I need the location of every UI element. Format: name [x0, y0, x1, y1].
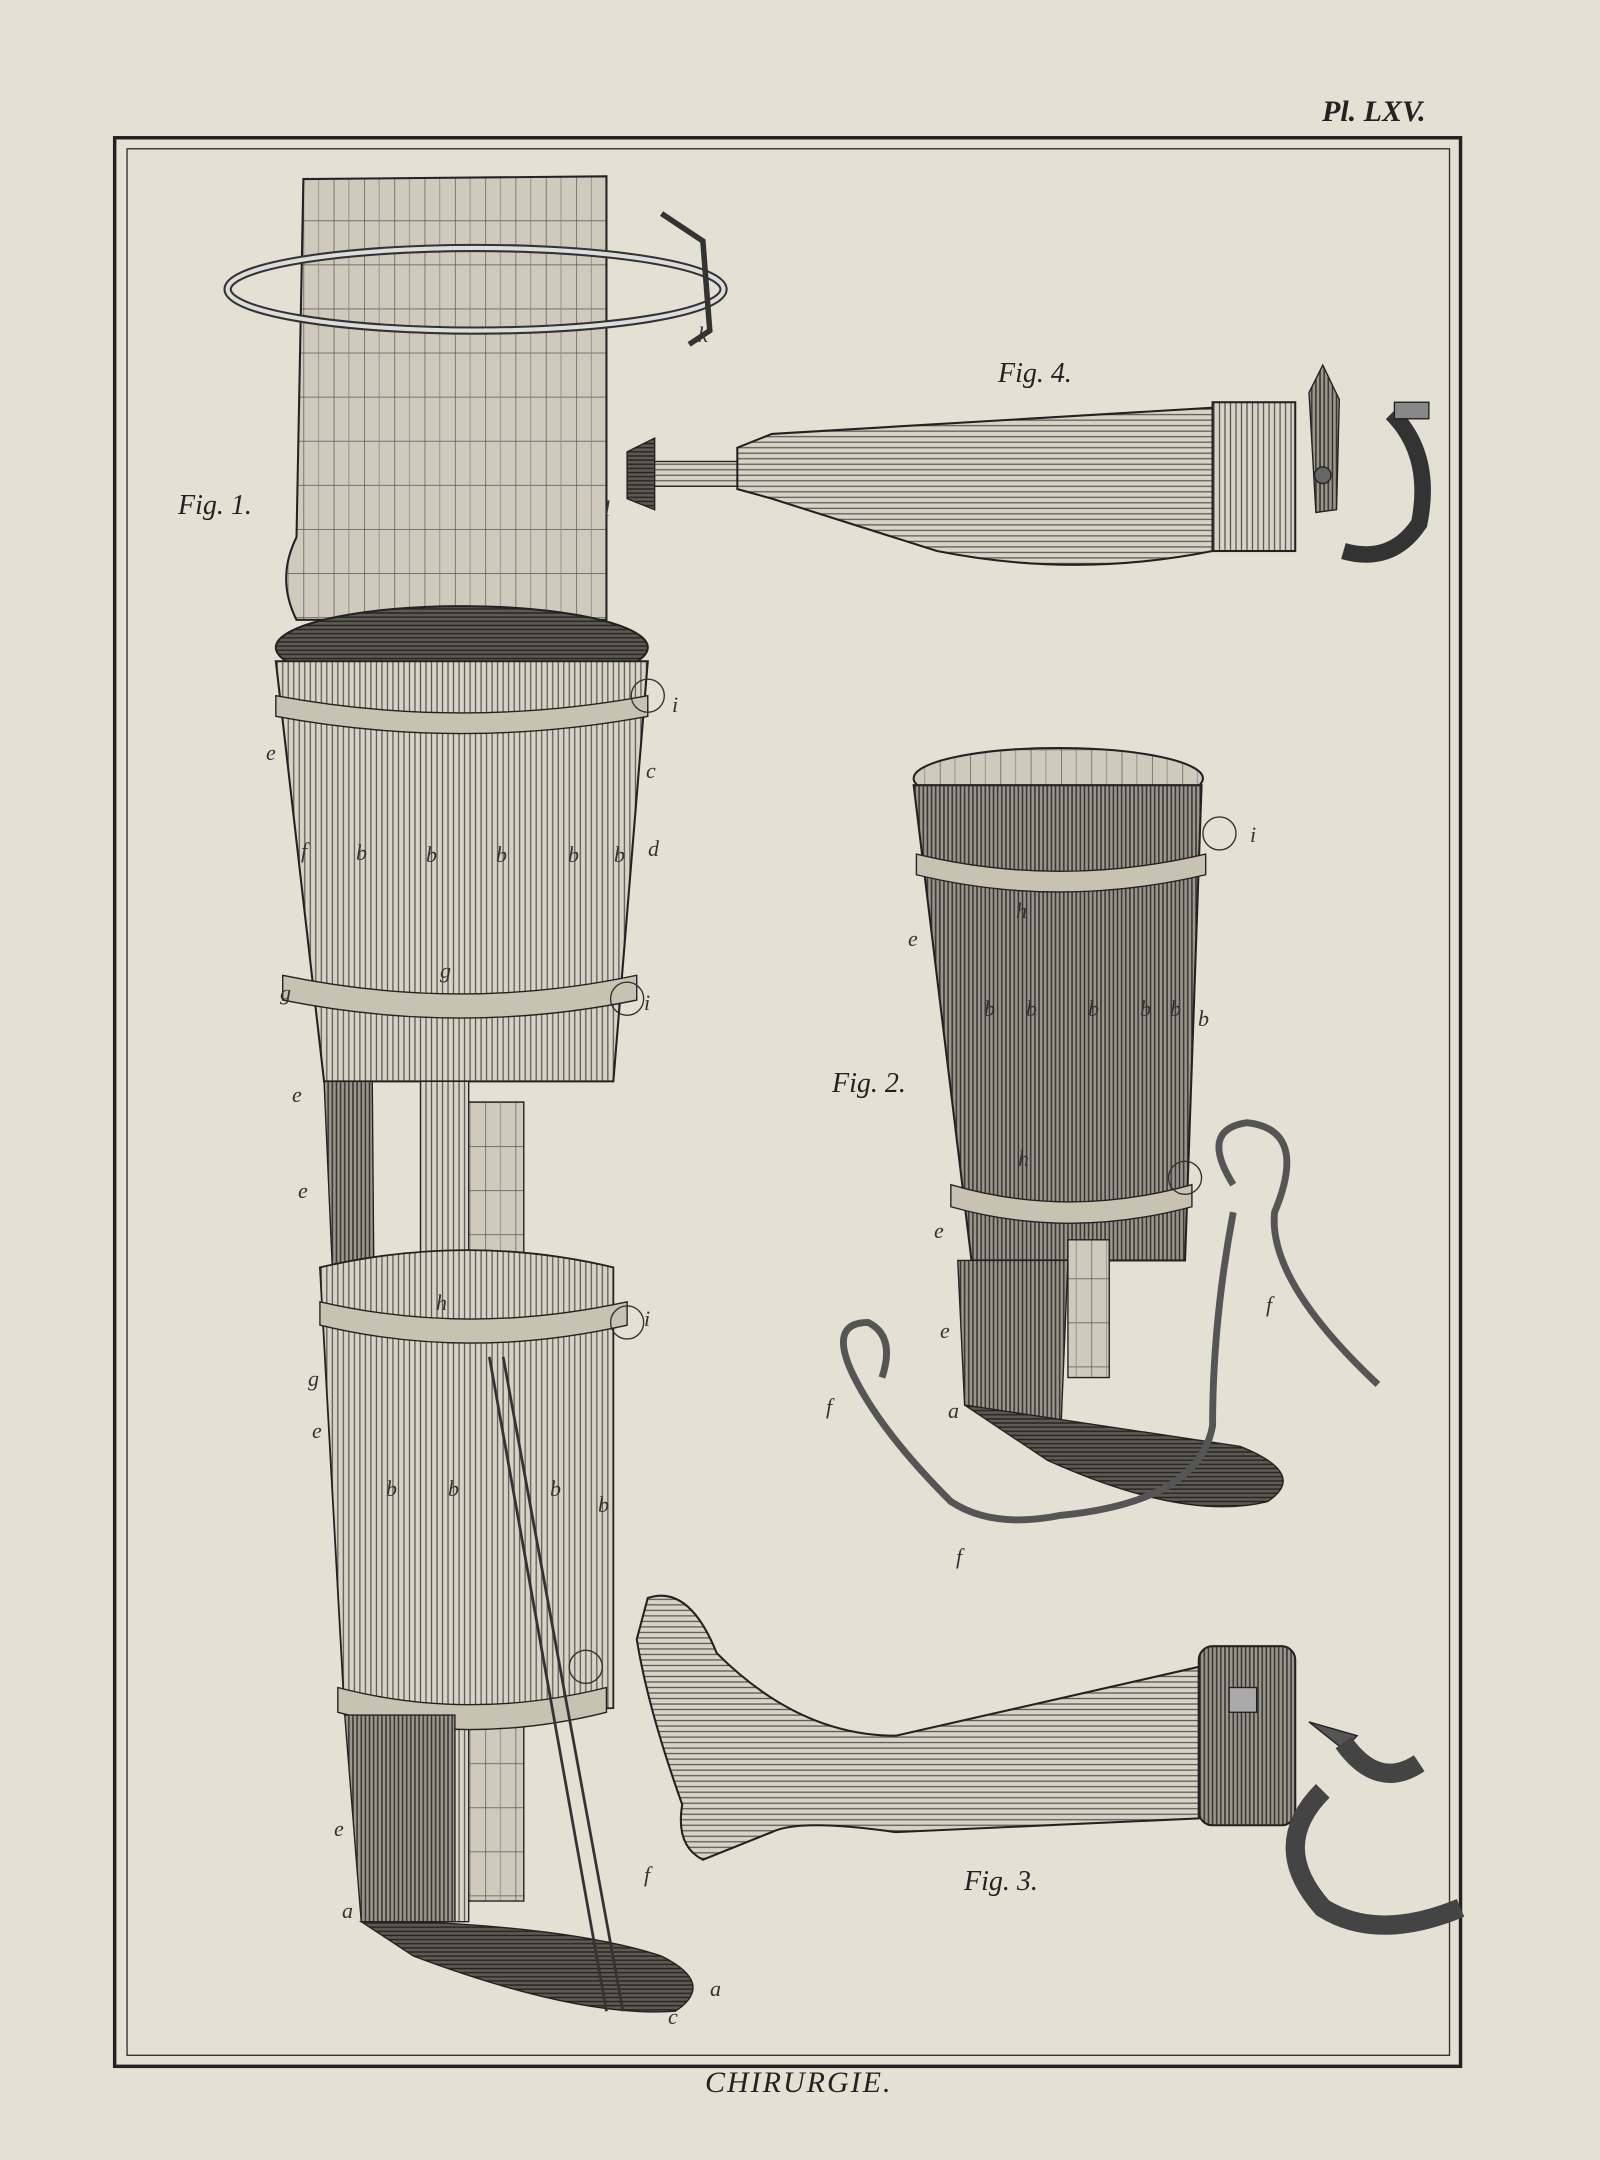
figure-2-label: Fig. 2. [832, 1068, 906, 1099]
plate-frame-inner [126, 148, 1451, 2056]
letter: i [672, 692, 679, 717]
letter: f [644, 1862, 651, 1887]
letter: c [668, 2004, 678, 2029]
letter: b [356, 840, 367, 865]
letter: b [550, 1476, 561, 1501]
figure-4-label: Fig. 4. [998, 358, 1072, 389]
figure-3-label: Fig. 3. [964, 1866, 1038, 1897]
figure-2-drawing [839, 746, 1381, 1524]
letter: g [308, 1366, 319, 1391]
letter: e [934, 1218, 944, 1243]
letter: l [604, 496, 611, 521]
letter: k [698, 322, 708, 347]
letter: b [984, 996, 995, 1021]
letter: i [644, 1306, 651, 1331]
letter: b [448, 1476, 459, 1501]
letter: d [648, 836, 659, 861]
plate-title: CHIRURGIE. [705, 2066, 893, 2099]
letter: f [956, 1544, 963, 1569]
letter: h [1018, 1146, 1029, 1171]
letter: h [1016, 898, 1027, 923]
letter: e [298, 1178, 308, 1203]
letter: b [1198, 1006, 1209, 1031]
letter: i [1250, 822, 1257, 847]
letter: e [292, 1082, 302, 1107]
letter: i [644, 990, 651, 1015]
letter: f [826, 1394, 833, 1419]
letter: b [496, 842, 507, 867]
figure-4-drawing [626, 363, 1431, 566]
letter: b [1170, 996, 1181, 1021]
letter: a [948, 1398, 959, 1423]
letter: e [266, 740, 276, 765]
letter: e [908, 926, 918, 951]
letter: c [646, 758, 656, 783]
figure-3-drawing [635, 1594, 1465, 1935]
letter: g [440, 958, 451, 983]
letter: f [1266, 1292, 1273, 1317]
letter: b [614, 842, 625, 867]
letter: b [1140, 996, 1151, 1021]
letter: e [940, 1318, 950, 1343]
letter: h [436, 1290, 447, 1315]
letter: f [301, 838, 308, 863]
letter: e [312, 1418, 322, 1443]
figure-1-label: Fig. 1. [178, 490, 252, 521]
letter: b [1026, 996, 1037, 1021]
letter: a [342, 1898, 353, 1923]
plate-frame-outer [112, 136, 1463, 2069]
letter: g [280, 980, 291, 1005]
letter: a [710, 1976, 721, 2001]
letter: b [426, 842, 437, 867]
letter: b [386, 1476, 397, 1501]
letter: e [334, 1816, 344, 1841]
letter: b [568, 842, 579, 867]
letter: b [598, 1492, 609, 1517]
figure-1-drawing [223, 175, 728, 2013]
plate-number: Pl. LXV. [1322, 95, 1426, 128]
letter: b [1088, 996, 1099, 1021]
